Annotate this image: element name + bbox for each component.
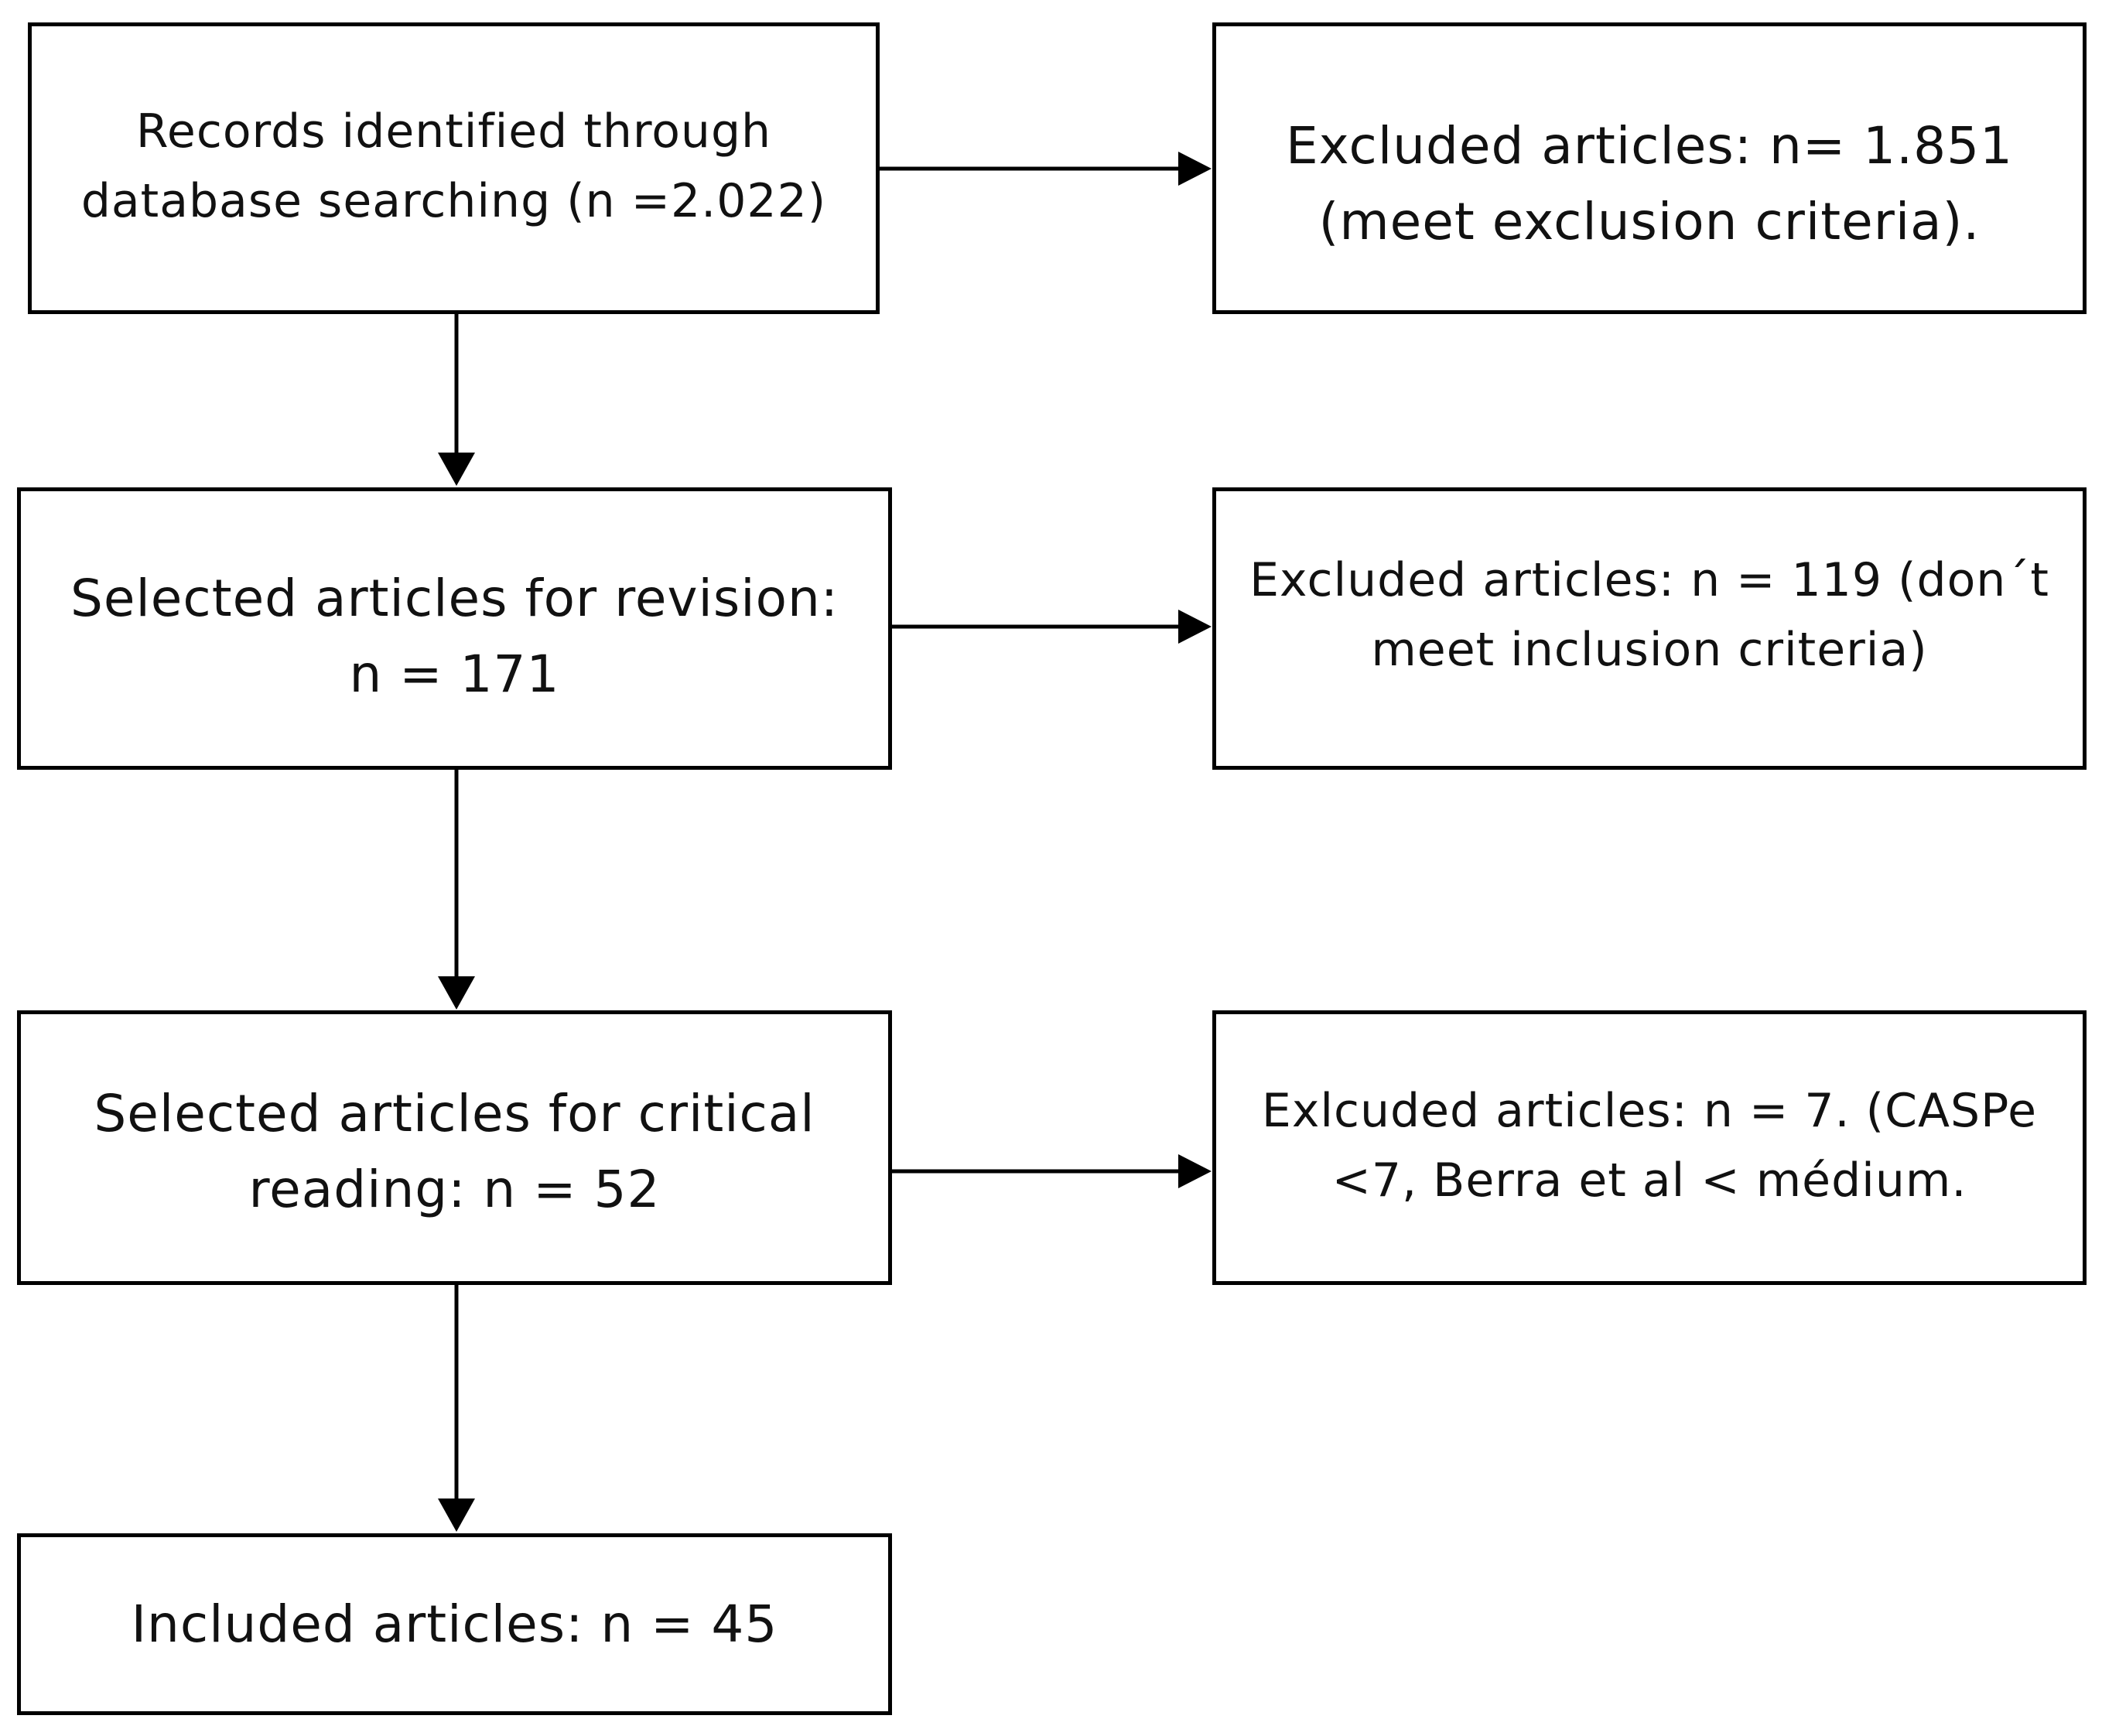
box-revision-line-1: Selected articles for revision: <box>70 569 839 628</box>
box-selected-for-revision: Selected articles for revision: n = 171 <box>17 487 892 770</box>
box-selected-for-critical-reading: Selected articles for critical reading: … <box>17 1010 892 1285</box>
box-excluded-articles-1: Excluded articles: n= 1.851 (meet exclus… <box>1212 22 2087 314</box>
box-included-articles: Included articles: n = 45 <box>17 1533 892 1715</box>
box-included-line-1: Included articles: n = 45 <box>131 1594 778 1654</box>
box-excluded-1-line-2: (meet exclusion criteria). <box>1318 192 1981 251</box>
box-records-line-1: Records identified through <box>135 104 772 159</box>
box-excluded-articles-3: Exlcuded articles: n = 7. (CASPe <7, Ber… <box>1212 1010 2087 1285</box>
arrowhead-right-icon <box>1178 1154 1212 1188</box>
box-revision-line-2: n = 171 <box>349 644 560 704</box>
arrowhead-right-icon <box>1178 610 1212 644</box>
box-excluded-2-line-2: meet inclusion criteria) <box>1371 623 1928 677</box>
box-excluded-3-line-1: Exlcuded articles: n = 7. (CASPe <box>1261 1084 2038 1138</box>
box-excluded-1-line-1: Excluded articles: n= 1.851 <box>1285 116 2014 176</box>
box-records-line-2: database searching (n =2.022) <box>80 174 827 228</box>
arrowhead-right-icon <box>1178 152 1212 186</box>
box-excluded-articles-2: Excluded articles: n = 119 (don´t meet i… <box>1212 487 2087 770</box>
box-excluded-2-line-1: Excluded articles: n = 119 (don´t <box>1249 553 2049 607</box>
box-excluded-3-line-2: <7, Berra et al < médium. <box>1331 1153 1967 1208</box>
box-records-identified: Records identified through database sear… <box>28 22 880 314</box>
box-critical-line-1: Selected articles for critical <box>94 1084 815 1143</box>
box-critical-line-2: reading: n = 52 <box>248 1160 661 1219</box>
arrowhead-down-icon <box>438 453 475 486</box>
arrowhead-down-icon <box>438 976 475 1010</box>
arrowhead-down-icon <box>438 1498 475 1532</box>
